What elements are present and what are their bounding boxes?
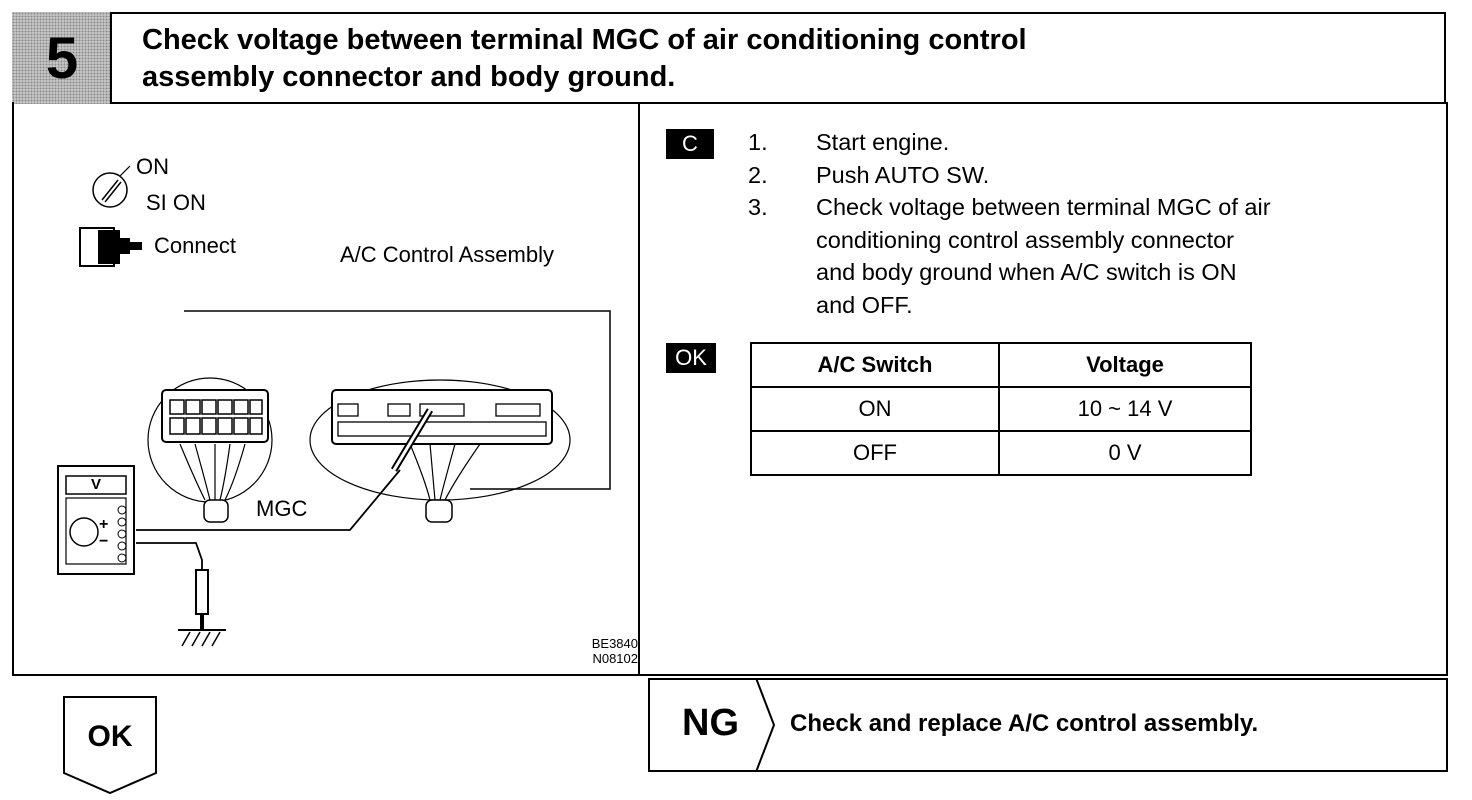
ground-probe xyxy=(136,542,209,630)
step-text-line: and body ground when A/C switch is ON xyxy=(816,259,1237,285)
step-text-line: and OFF. xyxy=(816,291,913,318)
ground-icon xyxy=(178,629,226,647)
connector-left xyxy=(147,377,273,523)
step-index: 2. xyxy=(748,161,768,188)
step-title-line1: Check voltage between terminal MGC of ai… xyxy=(142,24,1027,56)
legend-on: ON xyxy=(136,154,169,179)
table-cell: OFF xyxy=(750,430,1000,476)
step-number: 5 xyxy=(45,25,79,91)
ng-result-label: NG xyxy=(682,702,739,744)
probe-positive xyxy=(136,408,434,531)
legend-si-on: SI ON xyxy=(146,190,206,215)
procedure-panel xyxy=(638,102,1448,676)
connector-right xyxy=(309,379,571,523)
procedure-step: 2. Push AUTO SW. xyxy=(748,159,1271,192)
column-header: A/C Switch xyxy=(750,342,1000,388)
assembly-label: A/C Control Assembly xyxy=(340,242,554,267)
step-title: Check voltage between terminal MGC of ai… xyxy=(142,22,1412,96)
step-number-box xyxy=(12,12,112,104)
table-row: ON 10 ~ 14 V xyxy=(750,386,1252,432)
spec-table: A/C Switch Voltage ON 10 ~ 14 V OFF 0 V xyxy=(750,342,1252,476)
voltmeter-icon xyxy=(57,465,135,575)
step-text: Check voltage between terminal MGC of ai… xyxy=(816,191,1271,321)
legend-connect: Connect xyxy=(154,233,236,258)
ok-badge: OK xyxy=(666,343,716,373)
table-row: OFF 0 V xyxy=(750,430,1252,476)
column-header: Voltage xyxy=(998,342,1252,388)
figure-code: N08102 xyxy=(592,651,638,666)
table-cell: 0 V xyxy=(998,430,1252,476)
step-index: 3. xyxy=(748,194,768,220)
table-header-row: A/C Switch Voltage xyxy=(750,342,1252,388)
ok-result-arrow xyxy=(63,696,157,795)
step-title-line2: assembly connector and body ground. xyxy=(142,61,676,93)
table-cell: 10 ~ 14 V xyxy=(998,386,1252,432)
step-text-line: conditioning control assembly connector xyxy=(816,226,1235,253)
procedure-steps: 1. Start engine. 2. Push AUTO SW. 3. Che… xyxy=(748,126,1271,321)
procedure-step: 3. Check voltage between terminal MGC of… xyxy=(748,191,1271,321)
step-text: Start engine. xyxy=(816,129,950,155)
ignition-key-icon xyxy=(92,172,128,208)
check-badge: C xyxy=(666,129,714,159)
procedure-step: 1. Start engine. xyxy=(748,126,1271,159)
meter-minus: − xyxy=(99,533,109,550)
ng-result-action: Check and replace A/C control assembly. xyxy=(790,710,1259,737)
step-index: 1. xyxy=(748,129,768,155)
table-cell: ON xyxy=(750,386,1000,432)
ng-chevron xyxy=(755,678,776,772)
ok-result-label: OK xyxy=(87,720,133,753)
figure-code: BE3840 xyxy=(591,636,638,651)
wiring-diagram xyxy=(57,165,611,647)
step-text-line: Check voltage between terminal MGC of ai… xyxy=(816,194,1271,220)
step-text: Push AUTO SW. xyxy=(816,161,990,188)
terminal-mgc-label: MGC xyxy=(256,496,308,521)
ng-result-box xyxy=(648,678,1448,772)
meter-v-label: V xyxy=(90,476,101,493)
meter-plus: + xyxy=(99,516,109,533)
figure-codes: BE3840 N08102 xyxy=(560,636,638,666)
connector-icon xyxy=(79,227,142,267)
